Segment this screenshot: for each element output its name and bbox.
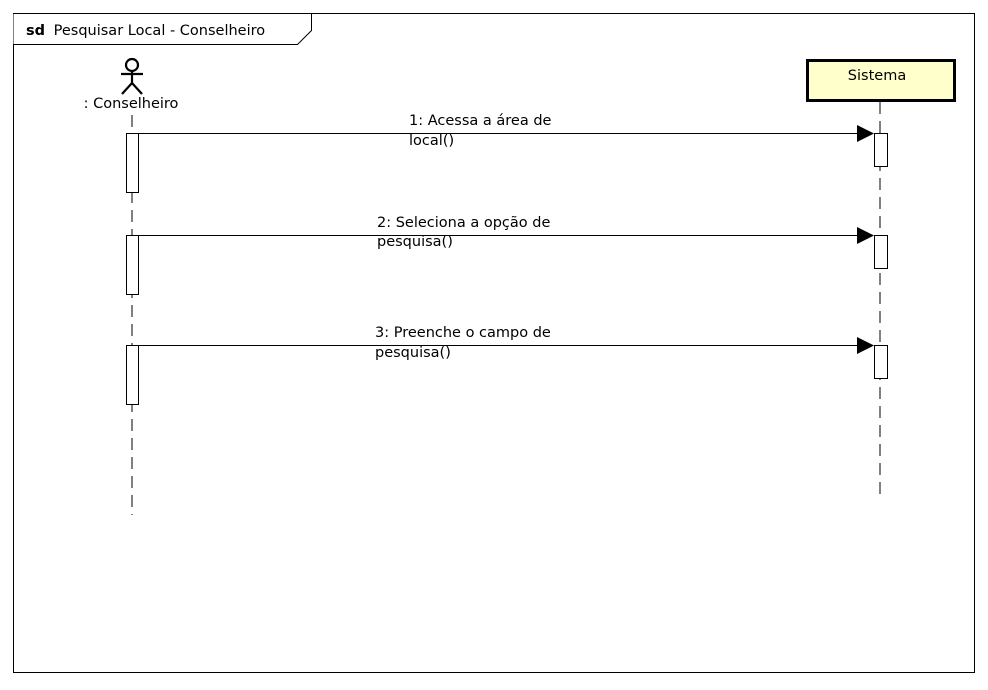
system-lifeline-head [806, 59, 956, 102]
actor-activation-bar [126, 345, 139, 405]
message-label-line1: 3: Preenche o campo de [375, 325, 551, 341]
message-label-line1: 1: Acessa a área de [409, 113, 552, 129]
svg-text:sd Pesquisar Local - Con: sd Pesquisar Local - Conselheiro [26, 23, 265, 39]
message-1: 1: Acessa a área de local() [139, 113, 874, 149]
message-2: 2: Seleciona a opção de pesquisa() [139, 215, 874, 250]
frame-keyword: sd [26, 23, 45, 39]
message-label-line2: local() [409, 133, 454, 149]
message-label-line2: pesquisa() [377, 234, 453, 250]
arrowhead-icon [857, 125, 874, 142]
frame-title-tab [13, 13, 312, 45]
system-label: Sistema [848, 68, 906, 84]
message-label-line1: 2: Seleciona a opção de [377, 215, 550, 231]
diagram-frame [13, 13, 975, 673]
actor-activation-bar [126, 133, 139, 193]
system-activation-bar [874, 235, 888, 269]
actor-activation-bar [126, 235, 139, 295]
frame-title: Pesquisar Local - Conselheiro [54, 23, 266, 39]
arrowhead-icon [857, 227, 874, 244]
actor-label: : Conselheiro [84, 96, 179, 112]
stick-figure-actor-icon [121, 57, 143, 95]
message-3: 3: Preenche o campo de pesquisa() [139, 325, 874, 361]
message-label-line2: pesquisa() [375, 345, 451, 361]
system-activation-bar [874, 133, 888, 167]
system-activation-bar [874, 345, 888, 379]
arrowhead-icon [857, 337, 874, 354]
